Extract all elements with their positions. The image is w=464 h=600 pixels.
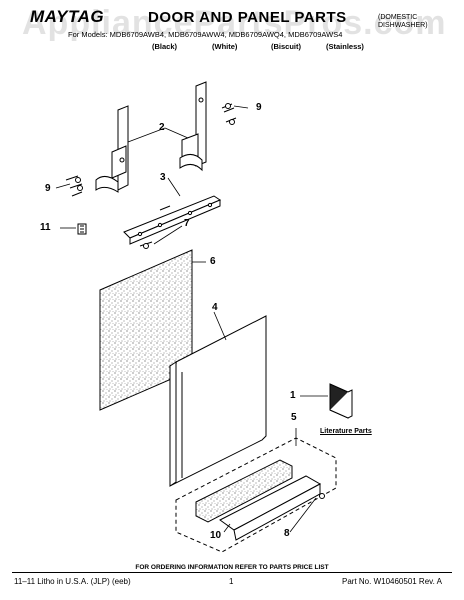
screws-left: [65, 175, 83, 197]
ordering-note: FOR ORDERING INFORMATION REFER TO PARTS …: [135, 564, 329, 571]
literature-booklet: [329, 383, 353, 419]
color-white: (White): [212, 42, 238, 51]
callout-6: 6: [210, 256, 216, 267]
color-black: (Black): [152, 42, 178, 51]
callout-8: 7: [184, 218, 190, 229]
callout-4: 4: [212, 302, 218, 313]
hinge-bracket-left: [95, 105, 129, 193]
callout-3: 3: [160, 172, 166, 183]
callout-9-lower: 9: [45, 183, 51, 194]
callout-11: 11: [40, 222, 51, 233]
literature-parts-label: Literature Parts: [320, 428, 372, 435]
callout-5: 5: [291, 412, 297, 423]
callout-1: 1: [290, 390, 296, 401]
callout-10: 10: [210, 530, 222, 541]
watermark: AppliancePartsPros.com: [22, 4, 447, 42]
part-number: Part No. W10460501 Rev. A: [342, 577, 442, 586]
domestic-note: (DOMESTIC DISHWASHER): [378, 14, 428, 30]
domestic-note-line1: (DOMESTIC: [378, 14, 418, 21]
color-stainless: (Stainless): [326, 42, 364, 51]
outer-door-panel: [169, 315, 267, 487]
hinge-bracket-right: [179, 81, 207, 172]
page-number: 1: [229, 577, 234, 586]
model-list: For Models: MDB6709AWB4, MDB6709AWW4, MD…: [68, 30, 343, 39]
door-clip: [77, 223, 87, 235]
footer-rule: [12, 572, 452, 573]
color-biscuit: (Biscuit): [271, 42, 301, 51]
callout-9-upper: 9: [256, 102, 262, 113]
screw-rail: [139, 205, 171, 249]
brand-logo: MAYTAG: [30, 7, 105, 26]
kick-insulation: [195, 459, 293, 523]
callout-7: 8: [284, 528, 290, 539]
callout-2: 2: [159, 122, 165, 133]
litho-info: 11–11 Litho in U.S.A. (JLP) (eeb): [14, 577, 131, 586]
screws-upper-right: [221, 103, 237, 125]
toe-kick-panel: [219, 475, 325, 541]
domestic-note-line2: DISHWASHER): [378, 22, 428, 29]
page-title: DOOR AND PANEL PARTS: [148, 9, 347, 26]
leader-lines: [55, 105, 328, 533]
door-rail: [123, 195, 222, 245]
